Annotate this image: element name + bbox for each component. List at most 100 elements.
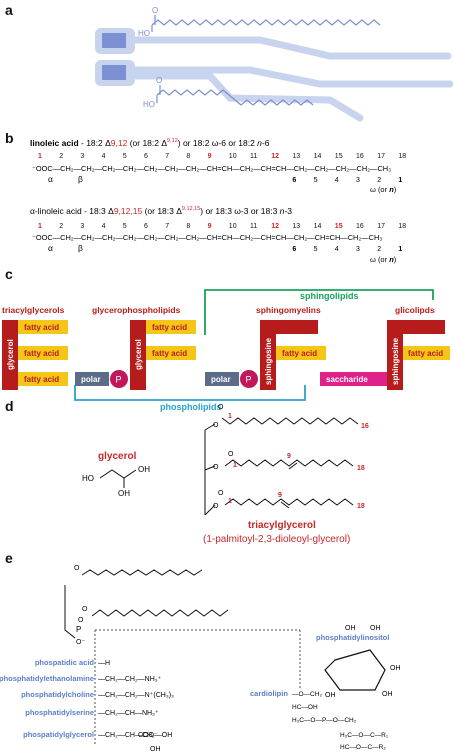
cardiolipin-line: HC—OH [292, 704, 318, 711]
glicolipds-title: glicolipds [395, 305, 435, 315]
polar-block-gpl [75, 372, 109, 386]
o-label-bottom: O [156, 76, 162, 85]
hydroxyl-label: OH [345, 625, 356, 632]
phosphate-label: P [246, 375, 252, 385]
alpha-label-1: α [48, 174, 53, 184]
glycerol-ho: HO [82, 474, 94, 483]
carbon-1-label: 1 [228, 413, 232, 420]
carbon-number: 11 [250, 153, 257, 160]
panel-label-a: a [5, 2, 13, 18]
linoleic-description: linoleic acid - 18:2 Δ9,12 (or 18:2 Δ9,1… [30, 138, 270, 148]
fatty-acid-label: fatty acid [24, 375, 59, 384]
omega-label-1: ω (or n) [370, 185, 397, 194]
omega-number: 1 [398, 177, 402, 184]
carbon-number: 9 [208, 153, 212, 160]
alpha-linolenic-description: α-linoleic acid - 18:3 Δ9,12,15 (or 18:3… [30, 206, 292, 216]
panel-label-d: d [5, 398, 14, 414]
triacylglycerols-title: triacylglycerols [2, 305, 65, 315]
carbon-number: 4 [102, 223, 106, 230]
omega-number: 4 [335, 246, 339, 253]
carbon-number: 8 [186, 223, 190, 230]
carbon-number: 13 [292, 153, 300, 160]
oxygen-label: O [82, 606, 88, 613]
carbon-number: 2 [59, 223, 63, 230]
head-group-formula: —CH₂—CH—CH₂—OH [98, 732, 172, 739]
glycerophospholipids-title: glycerophospholipids [92, 305, 181, 315]
o-label-top: O [152, 6, 158, 15]
fatty-acid-label: fatty acid [408, 349, 443, 358]
carbon-18-label: 18 [357, 503, 365, 510]
carbon-number: 7 [165, 223, 169, 230]
hydroxyl-label: OH [370, 625, 381, 632]
cardiolipin-structure: —O—CH₂HC—OHH₂C—O—P—O—CH₂H₂C—O—C—R₁HC—O—C… [292, 691, 389, 751]
phosphatidylinositol-label: phosphatidylinositol [316, 633, 389, 642]
sphingomyelins-title: sphingomyelins [256, 305, 321, 315]
carbon-number: 13 [292, 223, 300, 230]
head-group-label: phosphatidylserine [25, 708, 94, 717]
cardiolipin-label: cardiolipin [250, 689, 288, 698]
fatty-acid-tag-3 [18, 372, 68, 386]
carbon-number: 5 [123, 153, 127, 160]
omega-number: 5 [314, 246, 318, 253]
omega-number: 3 [356, 246, 360, 253]
fatty-acid-gpl-1 [146, 320, 196, 334]
palmitoyl-chain [221, 417, 359, 425]
inositol-ring [324, 649, 386, 691]
omega-number: 6 [292, 177, 296, 184]
carbon-number: 2 [59, 153, 63, 160]
saccharide-block [320, 372, 387, 386]
carbon-number: 17 [377, 223, 385, 230]
carbon-number: 10 [229, 153, 237, 160]
fatty-acid-label: fatty acid [152, 323, 187, 332]
carbon-number: 4 [102, 153, 106, 160]
carbon-9-label: 9 [287, 453, 291, 460]
carbon-number: 17 [377, 153, 385, 160]
phosphate-circle-sm [240, 370, 258, 388]
oxygen-label: O [213, 503, 219, 510]
panel-d-glycerol-triacylglycerol: glycerol HO OH OH O O O O O O 1 16 1 9 1… [82, 404, 369, 545]
carbon-number: 8 [186, 153, 190, 160]
panel-label-e: e [5, 550, 13, 566]
carbon-16-label: 16 [361, 423, 369, 430]
carbon-number: 7 [165, 153, 169, 160]
omega-number: 3 [356, 177, 360, 184]
carbon-number: 6 [144, 153, 148, 160]
phospholipids-bracket [74, 385, 306, 401]
hydroxyl-label: OH [325, 692, 336, 699]
oleoyl-chain-1 [224, 459, 354, 467]
carbon-number: 1 [38, 153, 42, 160]
omega-number: 2 [377, 177, 381, 184]
saccharide-label: saccharide [326, 375, 368, 384]
panel-b-fatty-acid-nomenclature: linoleic acid - 18:2 Δ9,12 (or 18:2 Δ9,1… [30, 138, 406, 264]
carbon-number: 14 [314, 223, 322, 230]
panel-c-lipid-classes: sphingolipids phospholipids triacylglyce… [2, 289, 450, 412]
head-group-list: phospatidic acid—Hphosphatidylethanolami… [0, 658, 174, 739]
head-group-label: phosphatidylethanolamine [0, 674, 94, 683]
beta-label-2: β [78, 243, 83, 253]
fatty-acid-label: fatty acid [24, 323, 59, 332]
alpha-linolenic-chain: ⁻OOC—CH₂—CH₂—CH₂—CH₂—CH₂—CH₂—CH₂—CH=CH—C… [32, 233, 382, 242]
glycerol-oh-end: OH [138, 465, 150, 474]
oxygen-label: O [218, 490, 224, 497]
carbon-1-label: 1 [228, 498, 232, 505]
omega-number: 1 [398, 246, 402, 253]
carbon-number: 10 [229, 223, 237, 230]
cardiolipin-line: H₂C—O—C—R₁ [340, 732, 389, 739]
triacylglycerol-title: triacylglycerol [248, 520, 316, 531]
head-group-formula: —CH₂—CH₂—N⁺(CH₃)₃ [98, 692, 174, 699]
glycerol-skeleton [99, 469, 137, 479]
fatty-acid-gpl-2 [146, 346, 196, 360]
glycerol-block-gpl [130, 320, 146, 390]
glycerol-block-tag [2, 320, 18, 390]
omega-number: 6 [292, 246, 296, 253]
oxygen-minus-label: O⁻ [76, 639, 85, 646]
oxygen-label: O [78, 617, 84, 624]
sphingolipids-label: sphingolipids [300, 291, 359, 301]
beta-label-1: β [78, 174, 83, 184]
saturated-chain [151, 19, 381, 26]
alpha-label-2: α [48, 243, 53, 253]
carbon-number: 1 [38, 223, 42, 230]
